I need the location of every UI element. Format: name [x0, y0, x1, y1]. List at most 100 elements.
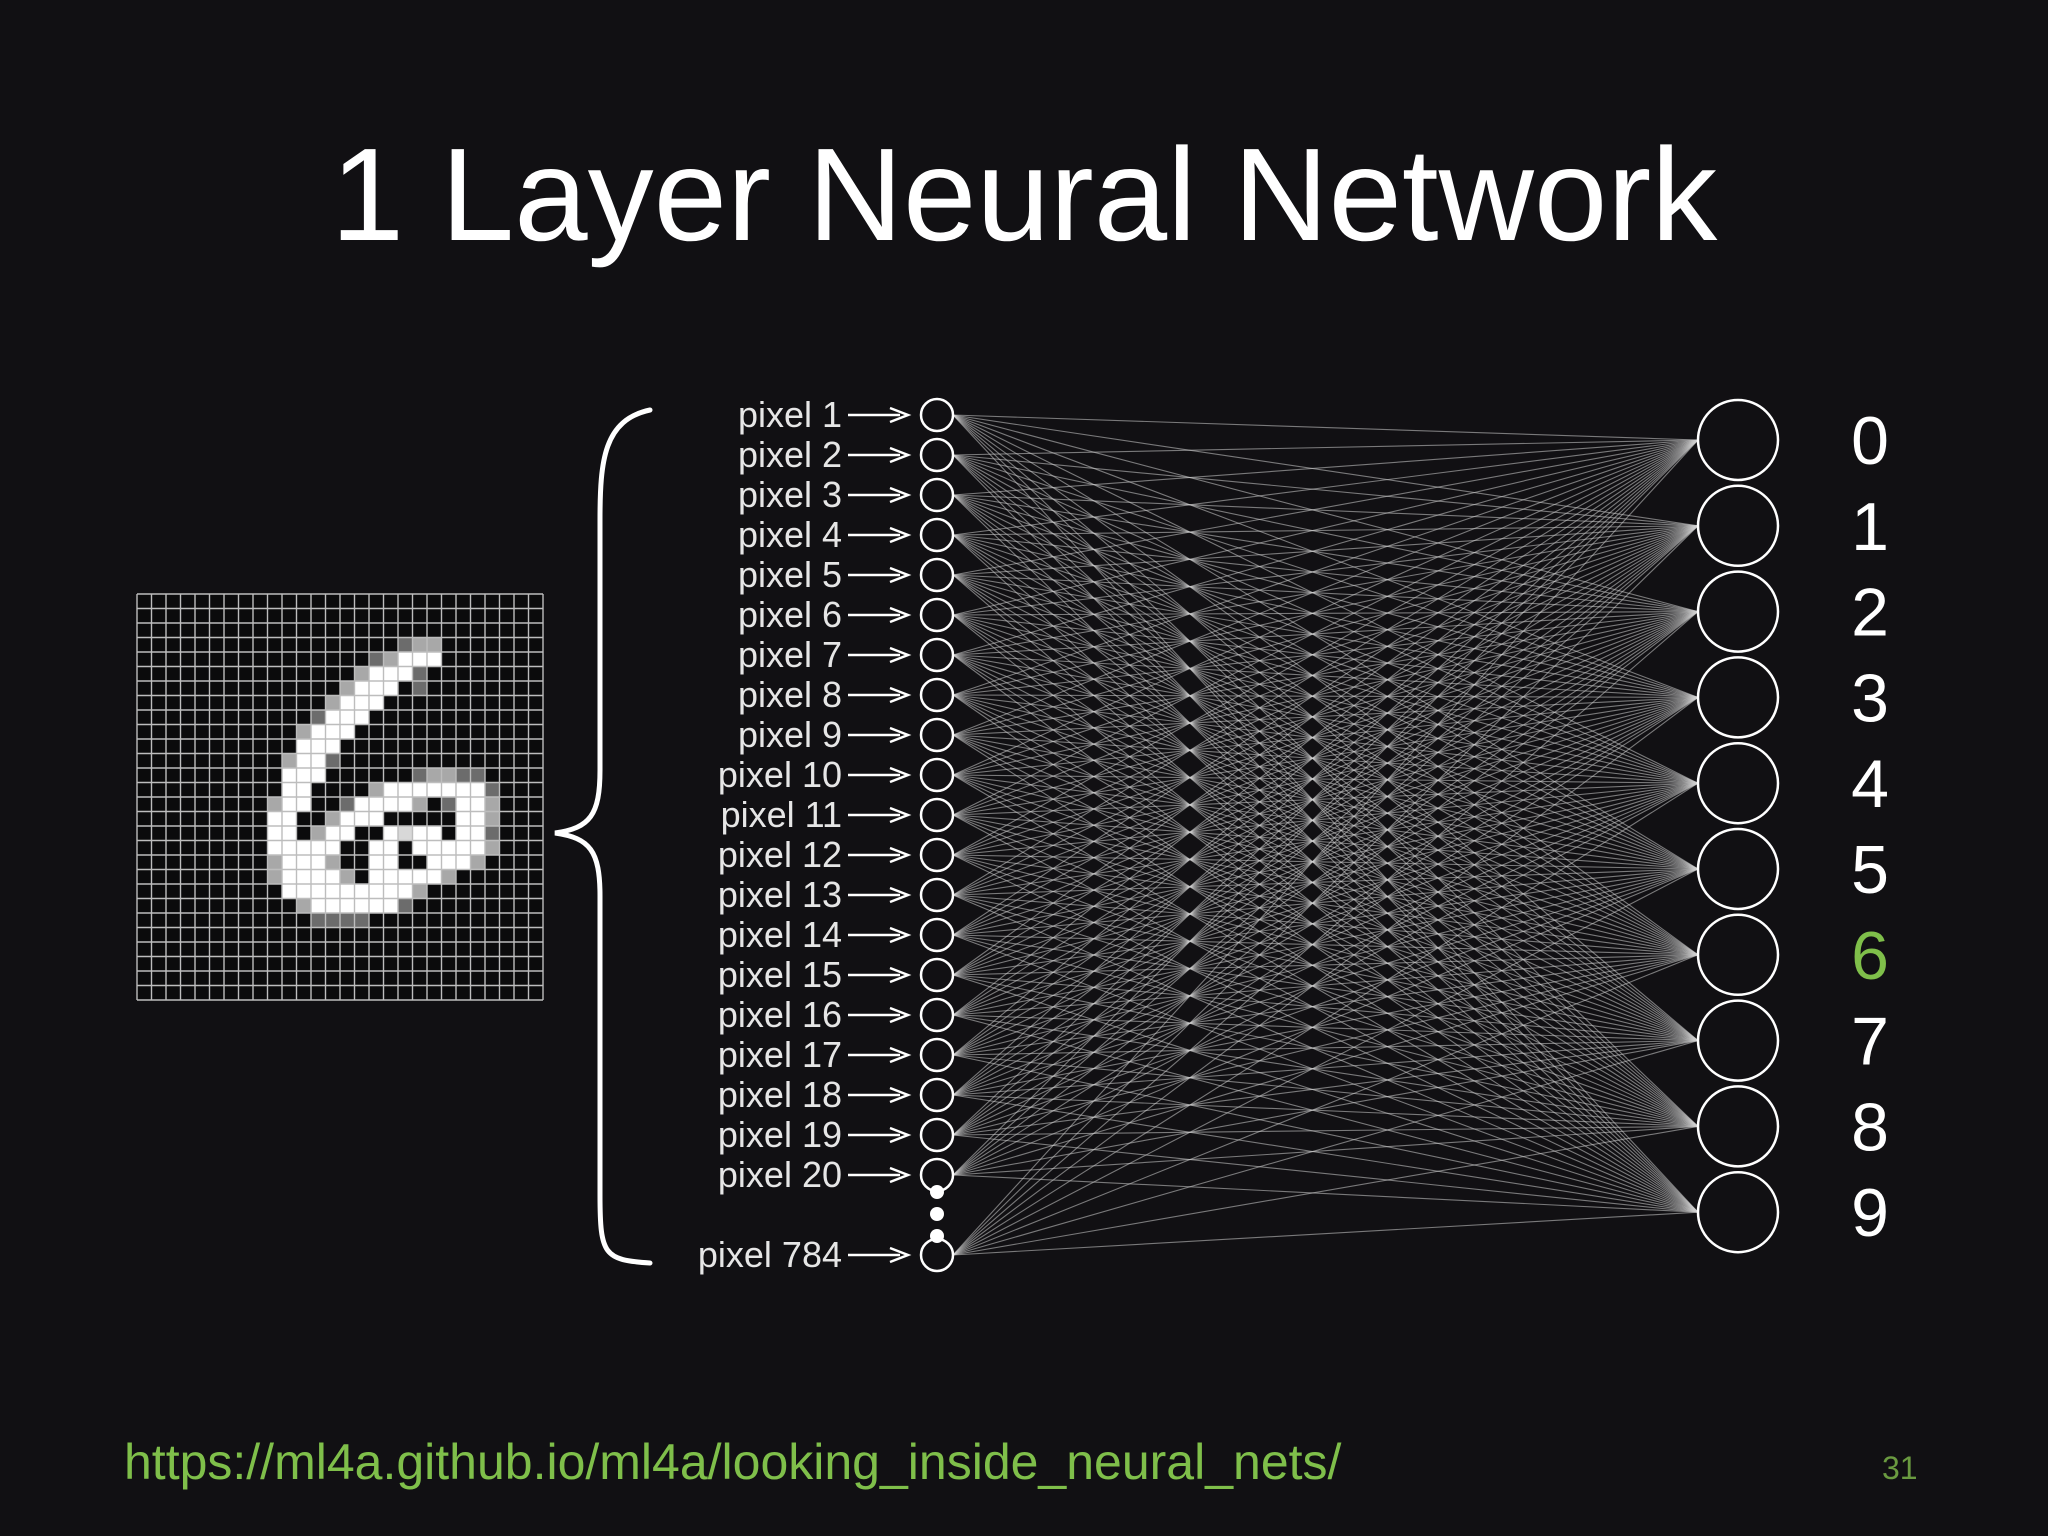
- connection-line: [952, 782, 1699, 1016]
- digit-pixel: [470, 811, 485, 826]
- digit-pixel: [369, 797, 384, 812]
- arrowhead: [889, 926, 912, 944]
- connection-line: [952, 694, 1699, 870]
- digit-pixel: [325, 724, 340, 739]
- connection-line: [952, 782, 1699, 1056]
- digit-pixel: [311, 739, 326, 754]
- digit-pixel: [412, 797, 427, 812]
- arrowhead: [889, 966, 912, 984]
- source-url[interactable]: https://ml4a.github.io/ml4a/looking_insi…: [124, 1434, 1342, 1490]
- output-node-5: [1696, 827, 1780, 911]
- connection-line: [952, 414, 1699, 527]
- connection-line: [952, 611, 1699, 1256]
- connection-line: [952, 954, 1699, 1096]
- output-node-4: [1696, 741, 1780, 825]
- digit-pixel: [412, 681, 427, 696]
- digit-pixel: [354, 666, 369, 681]
- connection-line: [952, 868, 1699, 936]
- connection-line: [952, 854, 1699, 956]
- digit-pixel: [383, 797, 398, 812]
- input-label-12: pixel 12: [718, 834, 842, 875]
- connection-line: [952, 611, 1699, 656]
- digit-pixel: [398, 884, 413, 899]
- connection-line: [952, 782, 1699, 816]
- digit-pixel: [311, 710, 326, 725]
- connection-line: [952, 525, 1699, 1096]
- output-node-8: [1696, 1085, 1780, 1168]
- input-node: [919, 797, 955, 833]
- digit-pixel: [311, 826, 326, 841]
- digit-pixel: [398, 652, 413, 667]
- connection-line: [952, 454, 1699, 698]
- connection-line: [952, 574, 1699, 698]
- connection-line: [952, 614, 1699, 956]
- digit-pixel: [296, 884, 311, 899]
- input-label-15: pixel 15: [718, 954, 842, 995]
- input-node: [919, 477, 955, 513]
- digit-pixel: [296, 855, 311, 870]
- digit-pixel: [383, 855, 398, 870]
- connection-line: [952, 654, 1699, 956]
- arrowhead: [889, 686, 912, 704]
- digit-pixel: [456, 768, 471, 783]
- digit-pixel: [296, 840, 311, 855]
- digit-pixel: [325, 869, 340, 884]
- connection-line: [952, 611, 1699, 936]
- input-label-20: pixel 20: [718, 1154, 842, 1195]
- connection-line: [952, 611, 1699, 616]
- digit-pixel: [340, 681, 355, 696]
- digit-pixel: [369, 811, 384, 826]
- digit-pixel: [441, 797, 456, 812]
- digit-pixel: [325, 913, 340, 928]
- digit-pixel: [369, 652, 384, 667]
- digit-pixel: [340, 913, 355, 928]
- digit-pixel: [369, 884, 384, 899]
- connection-line: [952, 611, 1699, 776]
- digit-pixel: [340, 710, 355, 725]
- connection-line: [952, 696, 1699, 1256]
- connection-line: [952, 954, 1699, 976]
- connection-line: [952, 774, 1699, 956]
- digit-pixel: [296, 797, 311, 812]
- connection-line: [952, 954, 1699, 1256]
- digit-pixel: [267, 869, 282, 884]
- connection-line: [952, 525, 1699, 536]
- connection-line: [952, 525, 1699, 576]
- digit-pixel: [485, 782, 500, 797]
- digit-pixel: [398, 782, 413, 797]
- digit-pixel: [398, 797, 413, 812]
- connection-line: [952, 439, 1699, 576]
- arrowhead: [889, 1126, 912, 1144]
- connection-line: [952, 414, 1699, 441]
- digit-pixel: [354, 811, 369, 826]
- connection-line: [952, 439, 1699, 536]
- input-node: [919, 637, 955, 673]
- input-label-5: pixel 5: [738, 554, 842, 595]
- digit-pixel: [427, 869, 442, 884]
- arrowhead: [889, 566, 912, 584]
- connection-line: [952, 439, 1699, 896]
- connection-line: [952, 782, 1699, 1256]
- connection-line: [952, 611, 1699, 696]
- digit-pixel: [311, 913, 326, 928]
- output-label-6: 6: [1851, 918, 1889, 994]
- connection-line: [952, 611, 1699, 856]
- digit-pixel: [427, 652, 442, 667]
- connection-line: [952, 439, 1699, 496]
- digit-pixel: [456, 840, 471, 855]
- arrowhead: [889, 1246, 912, 1264]
- connection-line: [952, 439, 1699, 1056]
- arrowhead: [889, 806, 912, 824]
- digit-pixel: [267, 855, 282, 870]
- output-node-7: [1696, 999, 1780, 1082]
- connection-line: [952, 611, 1699, 1176]
- input-node: [919, 517, 955, 553]
- connection-line: [952, 614, 1699, 1127]
- digit-pixel: [296, 753, 311, 768]
- digit-pixel: [340, 826, 355, 841]
- digit-pixel: [340, 724, 355, 739]
- connection-line: [952, 525, 1699, 856]
- arrowhead: [889, 646, 912, 664]
- connection-line: [952, 494, 1699, 784]
- connection-line: [952, 611, 1699, 816]
